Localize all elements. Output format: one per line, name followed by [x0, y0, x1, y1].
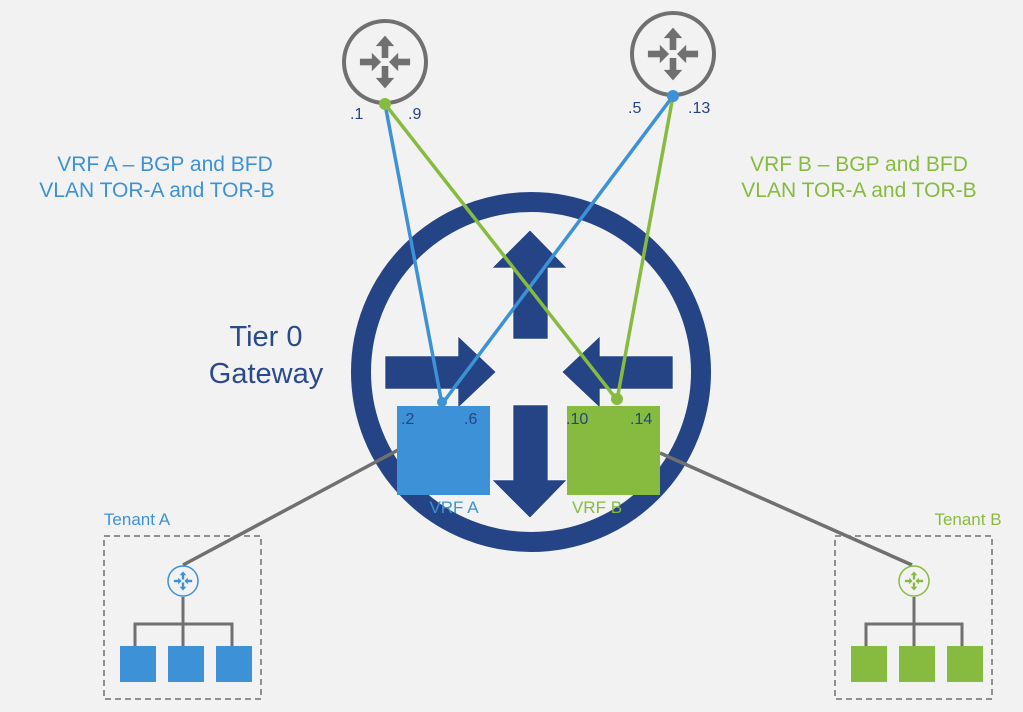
vrf-b-caption-line1: VRF B – BGP and BFD — [750, 153, 968, 176]
tor-b-port-dot — [667, 90, 679, 102]
vrf-b-caption-line2: VLAN TOR-A and TOR-B — [741, 179, 976, 202]
vrf-b-link-dot — [611, 393, 623, 405]
gateway-title-line2: Gateway — [209, 358, 324, 390]
link-tor-b-vrf-b — [615, 95, 675, 401]
gateway-ring — [351, 192, 711, 552]
tenant-a-workload-2[interactable] — [168, 646, 204, 682]
tor-b-left-ip: .5 — [628, 100, 641, 117]
tenant-b-group[interactable]: Tenant B — [834, 510, 1002, 700]
tenant-a-router[interactable] — [167, 565, 199, 597]
tier0-gateway[interactable] — [351, 192, 711, 552]
tor-b-right-ip: .13 — [688, 100, 710, 117]
gateway-title-line1: Tier 0 — [229, 321, 302, 353]
link-vrf-b-tenant-b — [659, 451, 913, 567]
vrf-a-label: VRF A — [429, 498, 479, 517]
tenant-b-router[interactable] — [898, 565, 930, 597]
tenant-b-workload-3[interactable] — [947, 646, 983, 682]
tenant-a-label: Tenant A — [104, 510, 171, 529]
link-vrf-a-tenant-a — [182, 448, 399, 567]
tor-a-port-dot — [379, 98, 391, 110]
tor-a-left-ip: .1 — [350, 106, 363, 123]
tenant-b-label: Tenant B — [934, 510, 1001, 529]
tenant-b-workload-1[interactable] — [851, 646, 887, 682]
vrf-a-right-ip: .6 — [464, 411, 477, 428]
router-icon — [359, 35, 411, 89]
tenant-b-workload-2[interactable] — [899, 646, 935, 682]
tenant-a-group[interactable]: Tenant A — [103, 510, 262, 700]
link-tor-b-vrf-a — [440, 94, 675, 406]
vrf-b-right-ip: .14 — [630, 411, 652, 428]
tenant-a-workload-1[interactable] — [120, 646, 156, 682]
vrf-a-link-dot — [437, 397, 447, 407]
vrf-b-label: VRF B — [572, 498, 622, 517]
tor-b-router[interactable] — [630, 11, 716, 102]
vrf-a-caption-line2: VLAN TOR-A and TOR-B — [39, 179, 274, 202]
vrf-a-caption-line1: VRF A – BGP and BFD — [57, 153, 273, 176]
vrf-b-box[interactable]: .10 .14 — [566, 406, 660, 495]
vrf-a-left-ip: .2 — [401, 411, 414, 428]
tor-a-router[interactable] — [342, 19, 428, 110]
vrf-b-left-ip: .10 — [566, 411, 588, 428]
gateway-arrows-icon — [384, 229, 674, 519]
vrf-a-box[interactable]: .2 .6 — [397, 406, 490, 495]
link-tor-a-vrf-b — [383, 102, 619, 402]
tenant-a-workload-3[interactable] — [216, 646, 252, 682]
tor-a-right-ip: .9 — [408, 106, 421, 123]
link-tor-a-vrf-a — [383, 103, 444, 405]
router-icon — [647, 27, 699, 81]
